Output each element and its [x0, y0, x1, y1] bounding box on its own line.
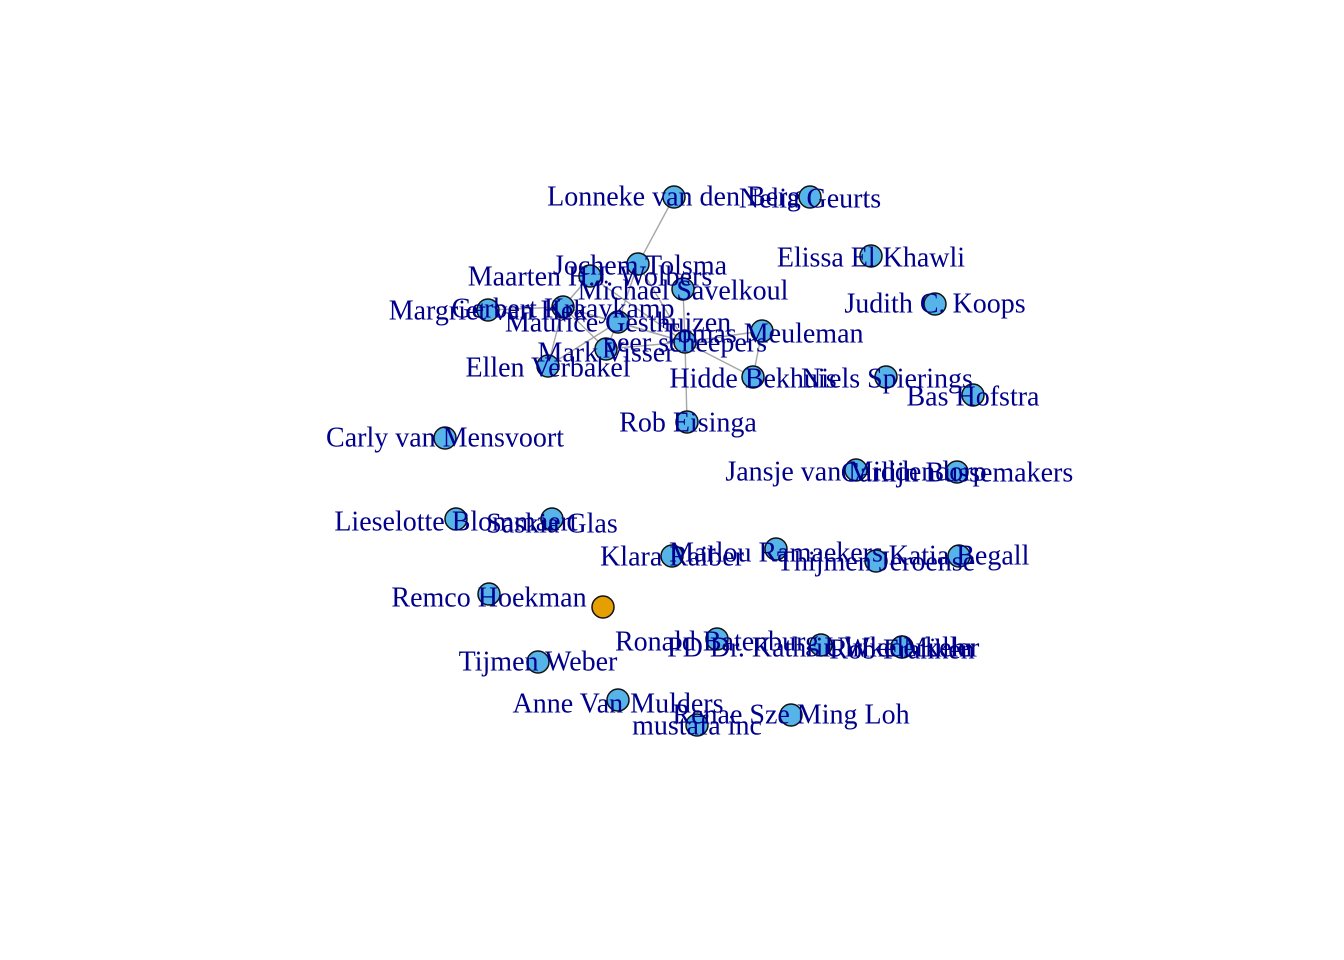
- node-tijmen_w: [526, 650, 550, 674]
- node-label-lieselotte: Lieselotte Blommaert: [334, 507, 578, 538]
- node-label-elissa: Elissa El Khawli: [777, 243, 965, 274]
- node-label-peer: peer scheepers: [603, 328, 767, 359]
- node-label-kathrin: PD Dr. Kathrin Wiederkehr: [667, 633, 976, 664]
- node-peer: [673, 330, 697, 354]
- node-klara: [660, 544, 684, 568]
- node-michael: [671, 277, 695, 301]
- node-label-mark: Mark Visser: [537, 338, 675, 369]
- node-maurice: [606, 310, 630, 334]
- node-gerbert: [551, 295, 575, 319]
- edge-peer-hidde: [684, 341, 754, 378]
- node-label-tomas: Tomas Meuleman: [663, 319, 864, 350]
- edge-jochem-peer: [637, 263, 686, 343]
- node-label-hidde: Hidde Bekhuis: [669, 364, 836, 395]
- node-label-carlijn: Carlijn Bussemakers: [841, 458, 1074, 489]
- node-label-michael: Michael Savelkoul: [578, 276, 789, 307]
- node-label-judith: Judith C. Koops: [844, 289, 1025, 320]
- node-carly: [433, 426, 457, 450]
- node-mark: [594, 337, 618, 361]
- node-label-lonneke: Lonneke van den Berg: [547, 182, 801, 213]
- node-label-maurice: Maurice Gesthuizen: [505, 308, 731, 339]
- node-mustafa: [685, 713, 709, 737]
- node-nelia: [798, 185, 822, 209]
- node-saskia: [540, 507, 564, 531]
- edge-maarten-peer: [589, 275, 686, 343]
- node-ulrike: [890, 635, 914, 659]
- edge-lonneke-jochem: [637, 196, 675, 265]
- node-label-niels: Niels Spierings: [801, 364, 973, 395]
- node-label-ronald: Ronald Batenburg: [615, 627, 819, 658]
- node-label-ulrike: Ulrike Müller: [825, 633, 980, 664]
- node-katia: [947, 544, 971, 568]
- edge-peer-tomas: [684, 330, 763, 343]
- node-label-rob_f: Rob Franken: [829, 635, 974, 666]
- node-jansje: [844, 458, 868, 482]
- node-elissa: [859, 244, 883, 268]
- nodes-layer: [433, 185, 985, 737]
- node-rob_e: [675, 410, 699, 434]
- node-label-margriet: Margriet van Hek: [389, 296, 588, 327]
- node-label-bas: Bas Hofstra: [907, 382, 1041, 413]
- node-margriet: [476, 298, 500, 322]
- node-carlijn: [945, 460, 969, 484]
- node-bas: [961, 383, 985, 407]
- edge-maurice-ellen: [547, 321, 619, 367]
- node-label-jansje: Jansje van Middendorp: [725, 457, 986, 488]
- node-remco: [477, 582, 501, 606]
- node-kathrin: [809, 633, 833, 657]
- node-label-jochem: Jochem Tolsma: [553, 251, 728, 282]
- node-anne: [606, 688, 630, 712]
- node-lieselotte: [444, 507, 468, 531]
- node-label-marlou: Marlou Ramaekers: [669, 538, 883, 569]
- edge-peer-rob_e: [684, 341, 688, 423]
- node-judith: [923, 292, 947, 316]
- node-marlou: [764, 537, 788, 561]
- node-label-nelia: Nelia Geurts: [739, 184, 881, 215]
- node-maarten: [578, 264, 602, 288]
- node-label-ellen: Ellen Verbakel: [465, 353, 630, 384]
- node-tomas: [750, 319, 774, 343]
- edge-margriet-gerbert: [487, 306, 564, 311]
- node-label-tijmen_w: Tijmen Weber: [459, 647, 618, 678]
- node-label-mustafa: mustafa inc: [632, 711, 762, 742]
- node-label-rob_e: Rob Eisinga: [619, 408, 757, 439]
- node-ronald: [705, 627, 729, 651]
- edge-mark-peer: [605, 341, 686, 350]
- node-label-saskia: Saskia Glas: [486, 509, 617, 540]
- node-label-thijmen_j: Thijmen Jeroense: [777, 547, 975, 578]
- node-lonneke: [662, 185, 686, 209]
- node-label-anne: Anne Van Mulders: [512, 689, 723, 720]
- node-label-klara: Klara Raiber: [600, 542, 744, 573]
- node-label-carly: Carly van Mensvoort: [326, 423, 564, 454]
- node-renae: [779, 703, 803, 727]
- node-label-renae: Renae Sze Ming Loh: [672, 700, 909, 731]
- node-label-maarten: Maarten H.J. Wolbers: [468, 262, 713, 293]
- node-hidde: [741, 365, 765, 389]
- node-jochem: [626, 252, 650, 276]
- node-thijmen_j: [864, 549, 888, 573]
- node-label-remco: Remco Hoekman: [391, 583, 586, 614]
- node-label-katia: Katia Begall: [889, 541, 1030, 572]
- node-label-gerbert: Gerbert Kraaykamp: [451, 294, 674, 325]
- node-ellen: [536, 354, 560, 378]
- node-niels: [874, 365, 898, 389]
- node-unlabeled: [591, 595, 615, 619]
